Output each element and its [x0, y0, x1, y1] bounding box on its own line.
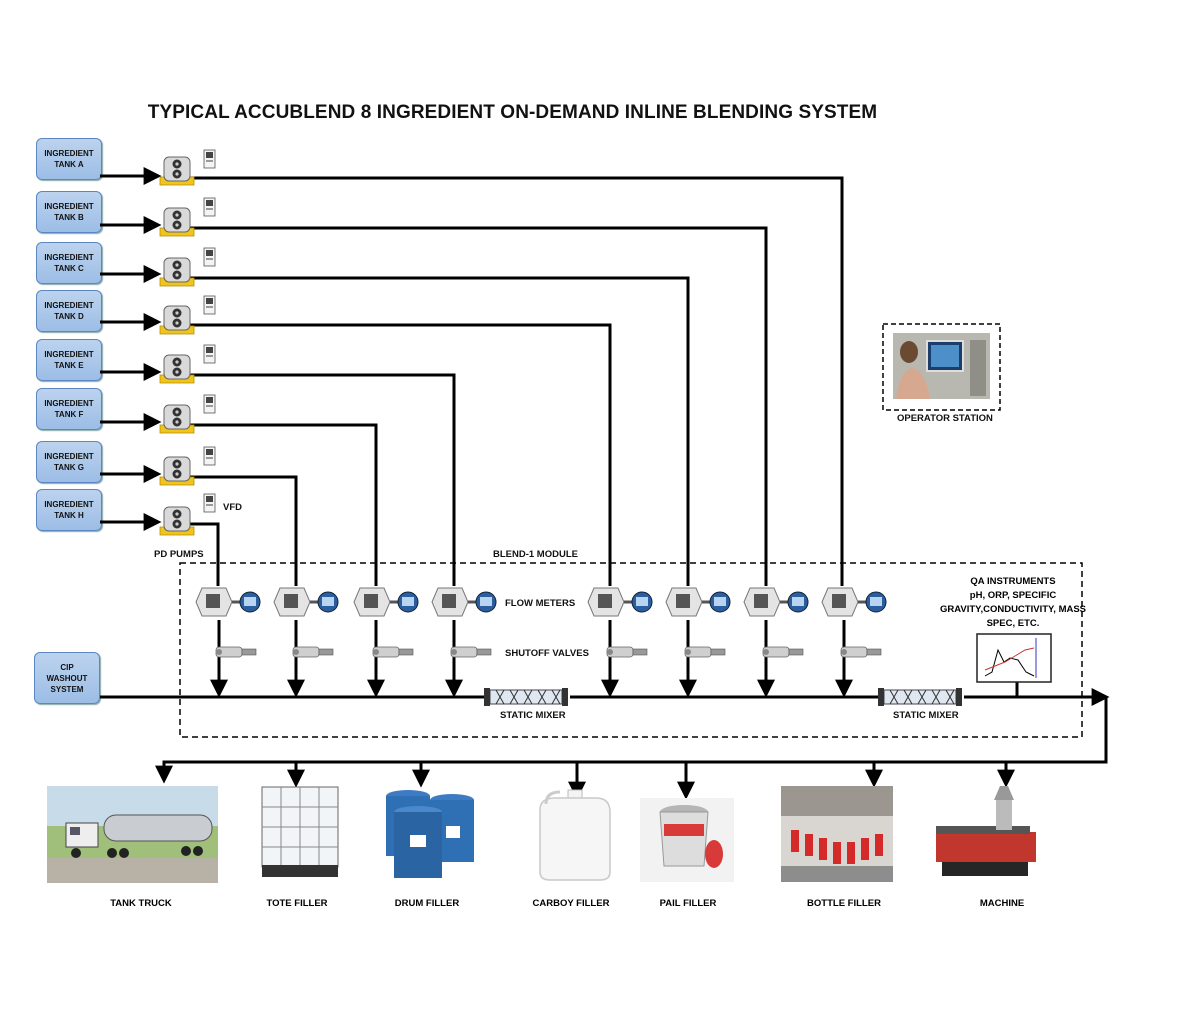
- blend-module-label: BLEND-1 MODULE: [493, 549, 578, 560]
- static-mixer-1: [483, 687, 569, 707]
- tank-label-line2: TANK D: [54, 312, 84, 321]
- qa-line-2: pH, ORP, SPECIFIC: [969, 590, 1057, 601]
- output-label-pail-filler: PAIL FILLER: [659, 898, 717, 909]
- pump-g: [159, 456, 195, 486]
- pump-discharge-lines: [190, 176, 844, 586]
- qa-line-4: SPEC, ETC.: [986, 618, 1040, 629]
- pump-h: [159, 506, 195, 536]
- flow-meters-label: FLOW METERS: [505, 598, 576, 609]
- pd-pumps-label: PD PUMPS: [154, 549, 204, 560]
- machine-icon: [936, 786, 1036, 876]
- tank-label-line1: INGREDIENT: [44, 452, 94, 461]
- pump-b: [159, 207, 195, 237]
- bottle-filler-icon: [781, 786, 893, 882]
- ingredient-tank-f: INGREDIENT TANK F: [36, 388, 102, 430]
- qa-instrument-chart: [976, 633, 1052, 683]
- tank-label-line1: INGREDIENT: [44, 301, 94, 310]
- carboy-icon: [539, 789, 611, 881]
- static-mixer-2: [877, 687, 963, 707]
- qa-line-3: GRAVITY,CONDUCTIVITY, MASS: [939, 604, 1087, 615]
- ingredient-tank-h: INGREDIENT TANK H: [36, 489, 102, 531]
- qa-line-1: QA INSTRUMENTS: [970, 576, 1056, 587]
- tank-label-line2: TANK G: [53, 463, 85, 472]
- static-mixer-1-label: STATIC MIXER: [500, 710, 566, 721]
- pd-pumps: [159, 156, 195, 536]
- tote-icon: [261, 786, 339, 877]
- tank-label-line1: INGREDIENT: [44, 350, 94, 359]
- blend-module-box: [179, 562, 1083, 738]
- diagram-title: TYPICAL ACCUBLEND 8 INGREDIENT ON-DEMAND…: [147, 102, 878, 123]
- tank-label-line1: INGREDIENT: [44, 399, 94, 408]
- qa-instruments-label: QA INSTRUMENTS pH, ORP, SPECIFIC GRAVITY…: [938, 575, 1088, 631]
- operator-station-image: [882, 323, 1001, 411]
- cip-label-line2: WASHOUT: [46, 673, 88, 683]
- ingredient-tank-a: INGREDIENT TANK A: [36, 138, 102, 180]
- tank-truck-icon: [47, 786, 218, 883]
- output-label-tote-filler: TOTE FILLER: [266, 898, 328, 909]
- ingredient-tank-c: INGREDIENT TANK C: [36, 242, 102, 284]
- tank-label-line1: INGREDIENT: [44, 149, 94, 158]
- output-label-tank-truck: TANK TRUCK: [110, 898, 172, 909]
- drum-icon: [386, 790, 474, 878]
- output-label-drum-filler: DRUM FILLER: [394, 898, 460, 909]
- vfd-label: VFD: [223, 502, 242, 513]
- output-label-carboy-filler: CARBOY FILLER: [532, 898, 610, 909]
- pump-d: [159, 305, 195, 335]
- tank-label-line1: INGREDIENT: [44, 202, 94, 211]
- operator-station-label: OPERATOR STATION: [897, 413, 993, 424]
- tank-label-line2: TANK A: [54, 160, 84, 169]
- ingredient-tank-e: INGREDIENT TANK E: [36, 339, 102, 381]
- pump-e: [159, 354, 195, 384]
- main-header-line: [100, 682, 1110, 800]
- tank-label-line2: TANK C: [54, 264, 84, 273]
- tank-label-line2: TANK F: [54, 410, 84, 419]
- pail-icon: [640, 798, 734, 882]
- tank-label-line2: TANK B: [54, 213, 84, 222]
- static-mixer-2-label: STATIC MIXER: [893, 710, 959, 721]
- ingredient-tank-d: INGREDIENT TANK D: [36, 290, 102, 332]
- tank-label-line1: INGREDIENT: [44, 500, 94, 509]
- cip-label-line3: SYSTEM: [50, 684, 84, 694]
- shutoff-valves-label: SHUTOFF VALVES: [505, 648, 589, 659]
- pump-f: [159, 404, 195, 434]
- tank-label-line1: INGREDIENT: [44, 253, 94, 262]
- tank-feed-lines: [100, 167, 162, 531]
- ingredient-tank-g: INGREDIENT TANK G: [36, 441, 102, 483]
- output-label-machine: MACHINE: [979, 898, 1025, 909]
- cip-label-line1: CIP: [60, 662, 74, 672]
- pump-a: [159, 156, 195, 186]
- cip-washout-system: CIP WASHOUT SYSTEM: [34, 652, 100, 704]
- vfd-drives: [203, 149, 216, 513]
- tank-label-line2: TANK H: [54, 511, 84, 520]
- pump-c: [159, 257, 195, 287]
- output-label-bottle-filler: BOTTLE FILLER: [807, 898, 881, 909]
- ingredient-tank-b: INGREDIENT TANK B: [36, 191, 102, 233]
- tank-label-line2: TANK E: [54, 361, 84, 370]
